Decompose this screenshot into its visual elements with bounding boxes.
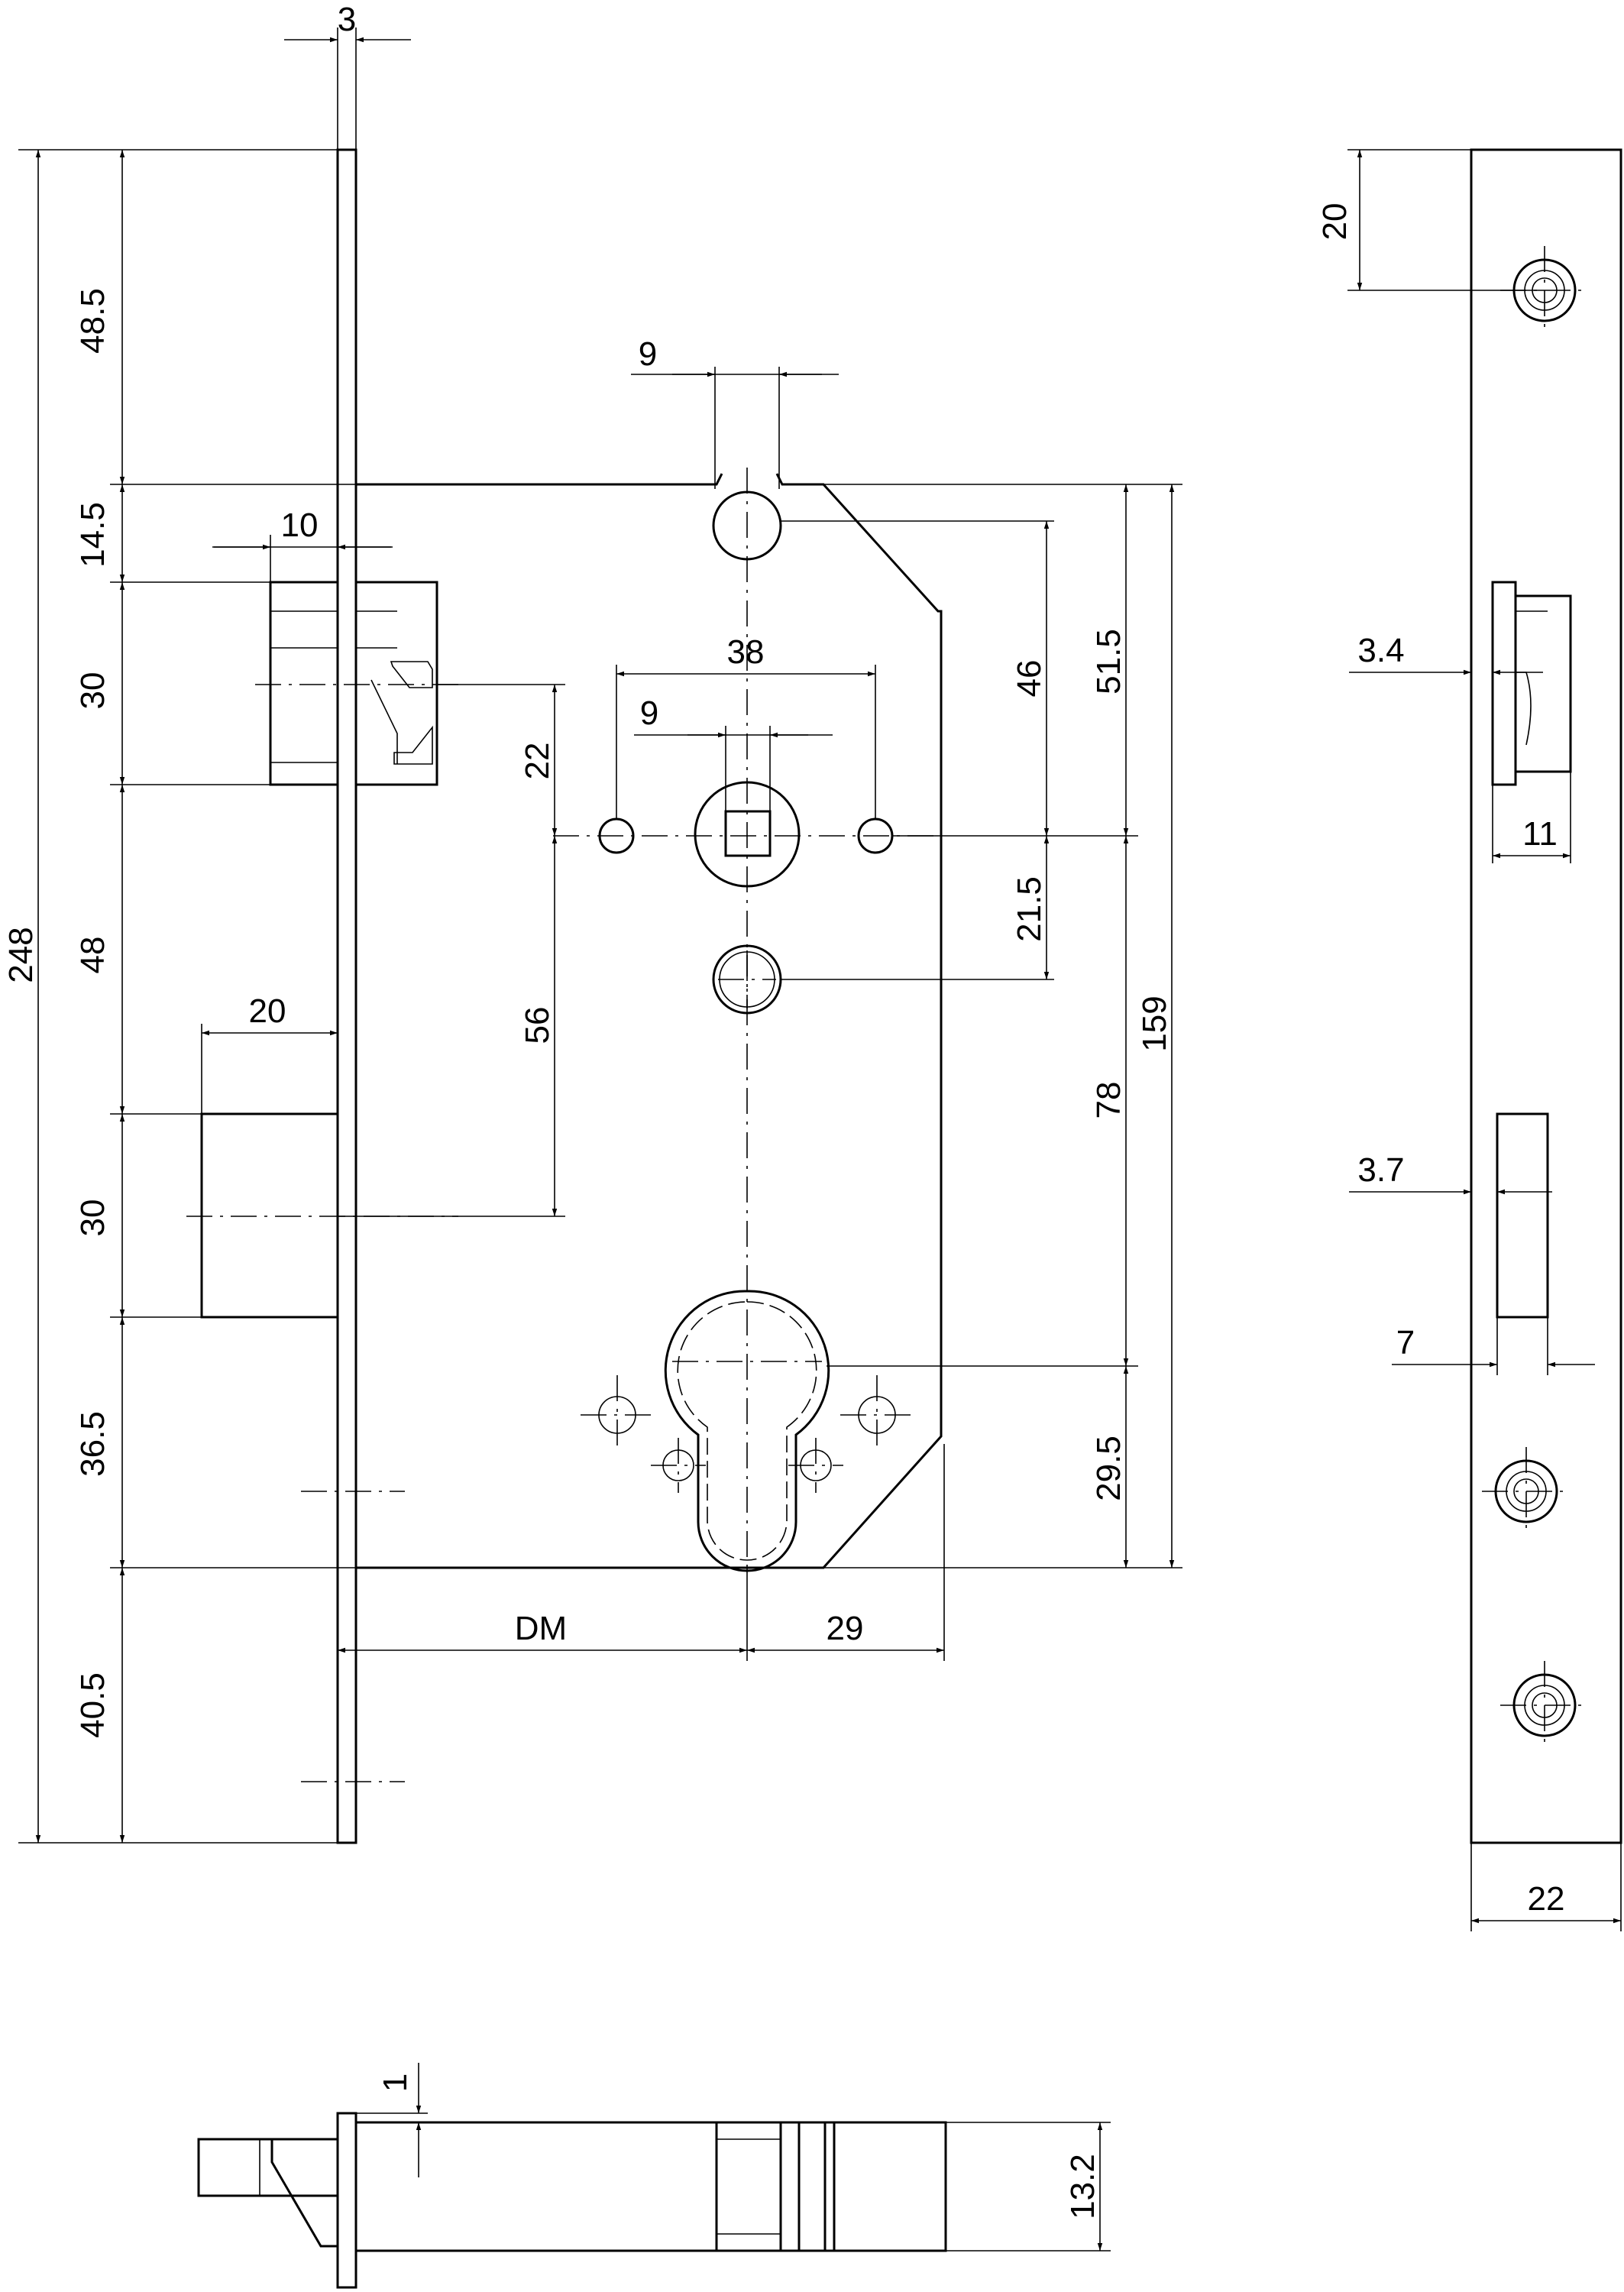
side-dim-latch-offset-label: 3.4 — [1357, 632, 1404, 669]
bottom-bolt — [197, 2138, 339, 2197]
bottom-dim-faceplate-offset-label: 1 — [377, 2073, 414, 2092]
bottom-dim-case-thickness-label: 13.2 — [1064, 2154, 1102, 2219]
deadbolt — [200, 1112, 339, 1319]
screw-hole-bottom — [1500, 1661, 1589, 1750]
dim-latch-projection — [212, 535, 393, 582]
dim-top-hole-to-follower-label: 46 — [1011, 660, 1048, 698]
dim-backset-label: DM — [515, 1610, 567, 1647]
dim-bolt-to-case-bottom: 36.5 — [74, 1411, 112, 1477]
side-dim-top-to-screw-label: 20 — [1316, 203, 1354, 241]
dim-follower-square-label: 9 — [640, 694, 658, 732]
bottom-view: 1 13.2 — [197, 2063, 1111, 2289]
dim-bolt-projection-label: 20 — [249, 992, 286, 1030]
side-dim-faceplate-width-label: 22 — [1528, 1880, 1565, 1918]
dim-case-bottom-to-end: 40.5 — [74, 1672, 112, 1738]
dim-follower-to-bolt-label: 56 — [519, 1007, 556, 1044]
dim-latch-to-follower-label: 22 — [519, 743, 556, 780]
bottom-follower-block — [715, 2121, 782, 2252]
dim-latch-projection-label: 10 — [281, 507, 319, 544]
side-dim-bolt-offset-label: 3.7 — [1357, 1151, 1404, 1189]
bottom-faceplate — [336, 2112, 357, 2289]
dim-backset — [338, 1444, 945, 1661]
dim-latch-follower-bolt — [338, 684, 565, 1217]
dim-faceplate-thickness-label: 3 — [338, 1, 356, 38]
dim-faceplate-thickness — [284, 28, 411, 150]
side-bolt-opening — [1496, 1112, 1549, 1319]
dim-follower-spacing-label: 38 — [727, 633, 765, 671]
side-dim-latch-width-label: 11 — [1522, 815, 1558, 853]
dim-bolt-height: 30 — [74, 1199, 112, 1237]
right-dimensions — [781, 484, 1182, 1568]
centre-lines — [186, 468, 935, 1782]
bottom-case — [354, 2121, 947, 2252]
bottom-latch — [270, 2138, 339, 2248]
dim-cylinder-to-case-back-label: 29 — [827, 1610, 864, 1647]
dim-bolt-projection — [201, 1024, 338, 1114]
faceplate — [336, 148, 357, 1844]
dim-follower-to-cylinder-label: 78 — [1090, 1082, 1127, 1119]
dim-top-to-case: 48.5 — [74, 288, 112, 354]
dim-overall-height: 248 — [2, 927, 40, 983]
dim-follower-to-lower-hole-label: 21.5 — [1011, 876, 1048, 942]
dim-top-hole-label: 9 — [639, 335, 657, 373]
dim-latch-height: 30 — [74, 672, 112, 710]
left-dimensions — [18, 149, 356, 1844]
dim-top-hole — [631, 367, 839, 489]
dim-case-to-latch: 14.5 — [74, 502, 112, 568]
side-dim-bolt-width-label: 7 — [1396, 1324, 1415, 1361]
side-dimensions — [1347, 149, 1622, 1931]
bottom-dimensions — [356, 2063, 1111, 2252]
dim-follower-spacing — [616, 665, 876, 819]
dim-case-height-label: 159 — [1136, 995, 1173, 1051]
dim-latch-to-bolt: 48 — [74, 937, 112, 974]
front-view: 248 48.5 14.5 30 48 30 36.5 40.5 3 10 20 — [2, 1, 1182, 1844]
dim-case-top-to-follower-label: 51.5 — [1090, 629, 1127, 694]
side-faceplate — [1470, 148, 1622, 1844]
side-latch-opening — [1491, 581, 1572, 786]
screw-hole-middle — [1482, 1447, 1571, 1536]
lock-case — [356, 473, 943, 1569]
dim-cylinder-to-case-bottom-label: 29.5 — [1090, 1436, 1127, 1501]
follower — [598, 781, 894, 1015]
dim-follower-square — [634, 726, 833, 811]
side-view: 20 3.4 11 3.7 7 22 — [1316, 148, 1622, 1931]
latch-bolt — [269, 581, 438, 786]
